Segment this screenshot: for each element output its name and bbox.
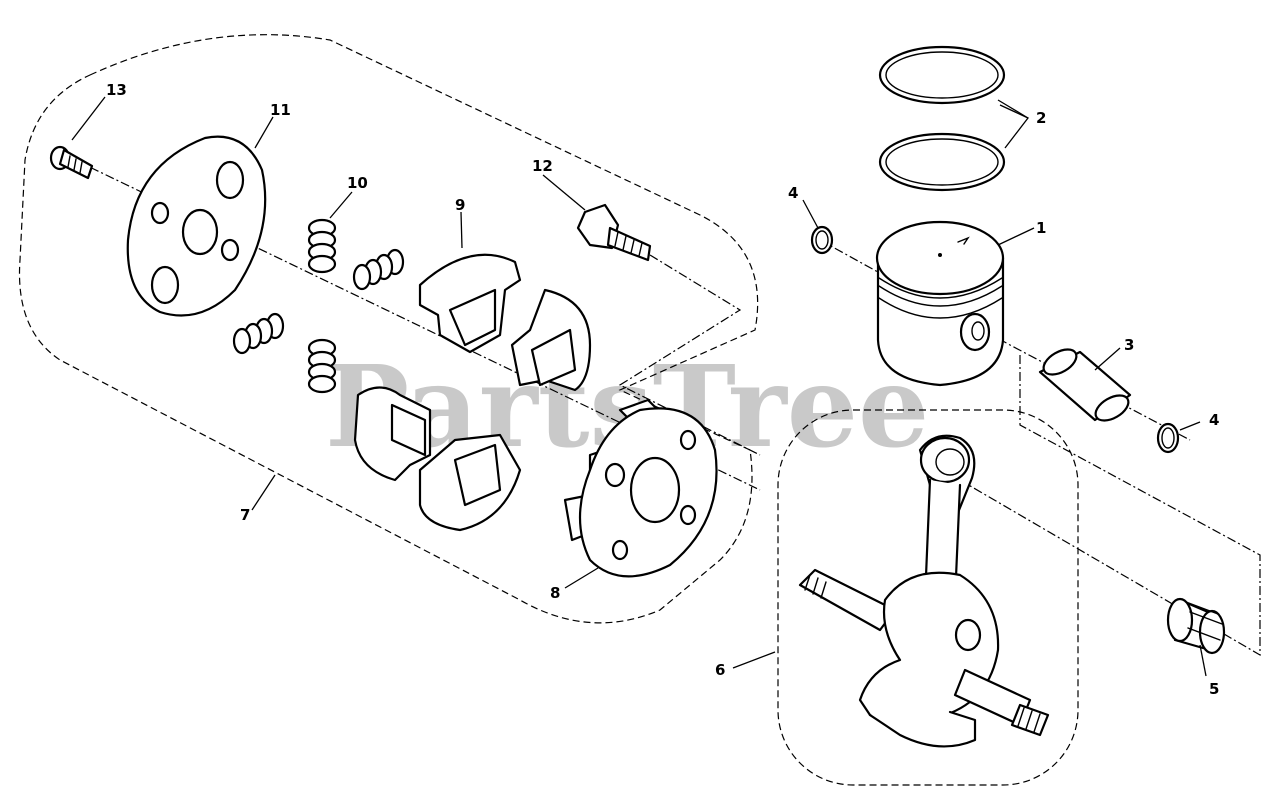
spring-10-d: [307, 338, 337, 394]
bolt-12: [576, 203, 652, 262]
spring-10-a: [307, 218, 337, 274]
crankshaft-6: [798, 434, 1050, 748]
clutch-plate-11: [126, 135, 267, 317]
spring-10-c: [232, 312, 285, 355]
callouts: 1 2 3 4 4 5 6 7 8 9 10 11 12 13: [106, 81, 1219, 698]
callout-4-top: 4: [788, 184, 798, 202]
piston-ring-2-a: [878, 45, 1006, 105]
callout-1: 1: [1036, 219, 1046, 237]
needle-bearing-5: [1166, 597, 1226, 655]
callout-8: 8: [550, 584, 560, 602]
clutch-shoe-9-b: [510, 288, 592, 392]
leader-lines: [71, 96, 1207, 677]
callout-4-bottom: 4: [1209, 411, 1219, 429]
circlip-4-top: [810, 225, 834, 255]
callout-10: 10: [347, 174, 368, 192]
crankshaft-group-outline: [777, 409, 1079, 786]
piston-pin-3: [1038, 348, 1132, 422]
clutch-assembly-outline: [18, 34, 759, 624]
callout-12: 12: [532, 157, 553, 175]
callout-2: 2: [1036, 109, 1046, 127]
spring-10-b: [352, 248, 405, 291]
clutch-hub-8: [563, 398, 718, 578]
connecting-axis-line: [959, 355, 1261, 657]
clutch-shoe-9-d: [418, 433, 522, 532]
clutch-shoe-9-a: [418, 253, 522, 354]
clutch-shoe-9-c: [353, 386, 432, 482]
callout-9: 9: [455, 196, 465, 214]
screw-13: [49, 145, 94, 180]
callout-6: 6: [715, 661, 725, 679]
callout-5: 5: [1209, 680, 1219, 698]
piston-ring-2-b: [878, 132, 1006, 192]
circlip-4-bottom: [1156, 422, 1180, 454]
callout-3: 3: [1124, 336, 1134, 354]
callout-13: 13: [106, 81, 127, 99]
callout-11: 11: [270, 101, 291, 119]
piston-1: [875, 220, 1005, 387]
callout-7: 7: [240, 506, 250, 524]
